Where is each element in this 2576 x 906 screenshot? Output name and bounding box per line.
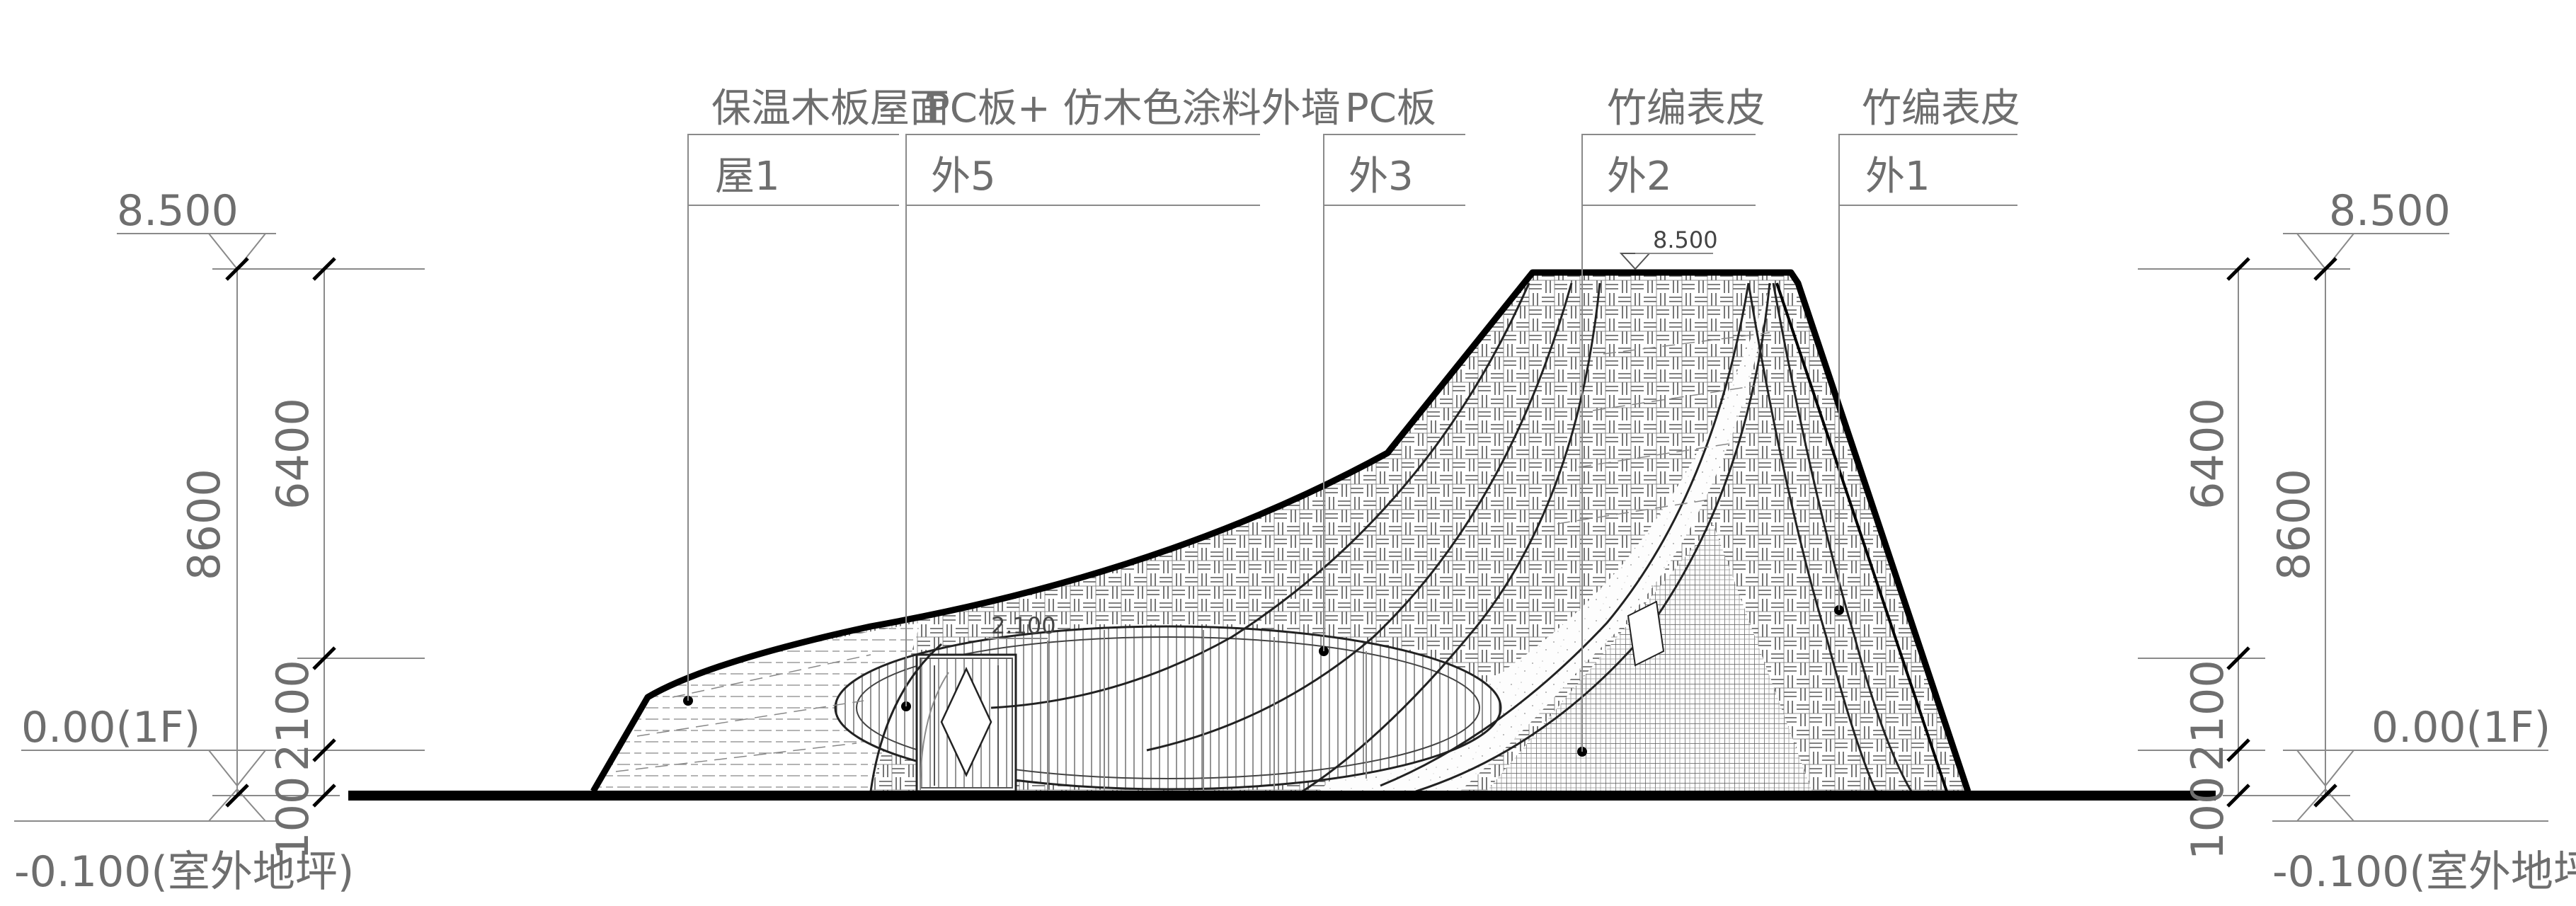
right-dim-lower: 2100 xyxy=(2182,660,2233,772)
right-dim-base: 100 xyxy=(2182,776,2233,860)
callout-material-wall5: PC板+ 仿木色涂料外墙 xyxy=(926,86,1341,132)
left-top-level: 8.500 xyxy=(117,186,239,236)
roof-level-value: 8.500 xyxy=(1653,226,1718,253)
callout-code-roof: 屋1 xyxy=(715,154,780,200)
right-floor-level: 0.00(1F) xyxy=(2371,703,2551,752)
callout-material-wall2: 竹编表皮 xyxy=(1607,86,1765,132)
left-dim-base: 100 xyxy=(267,776,319,860)
callout-code-wall5: 外5 xyxy=(931,154,996,200)
callout-leaders xyxy=(687,134,2017,752)
callout-material-wall3: PC板 xyxy=(1345,86,1436,132)
left-dimensions: 8.500 0.00(1F) -0.100(室外地坪) 8600 6400 21… xyxy=(14,186,425,897)
callout-code-wall3: 外3 xyxy=(1349,154,1414,200)
left-floor-level: 0.00(1F) xyxy=(21,703,200,752)
roof-boards xyxy=(593,623,920,791)
callout-code-wall1: 外1 xyxy=(1865,154,1930,200)
left-ground-level: -0.100(室外地坪) xyxy=(14,847,354,897)
right-ground-level: -0.100(室外地坪) xyxy=(2272,847,2576,897)
opening-level-value: 2.100 xyxy=(991,612,1056,639)
opening-level-mark: 2.100 xyxy=(988,612,1056,639)
right-dim-total: 8600 xyxy=(2268,469,2320,580)
roof-level-mark: 8.500 xyxy=(1619,226,1718,270)
callout-code-wall2: 外2 xyxy=(1607,154,1672,200)
right-dimensions: 8.500 0.00(1F) -0.100(室外地坪) 8600 6400 21… xyxy=(2138,186,2576,897)
building-outline xyxy=(590,269,1971,793)
building-elevation xyxy=(590,269,1971,793)
right-top-level: 8.500 xyxy=(2329,186,2451,236)
left-dim-total: 8600 xyxy=(178,469,230,580)
left-dim-upper: 6400 xyxy=(267,398,319,510)
right-dim-upper: 6400 xyxy=(2182,398,2233,510)
callout-material-wall1: 竹编表皮 xyxy=(1862,86,2020,132)
left-dim-lower: 2100 xyxy=(267,660,319,772)
callout-material-roof: 保温木板屋面 xyxy=(711,86,949,132)
